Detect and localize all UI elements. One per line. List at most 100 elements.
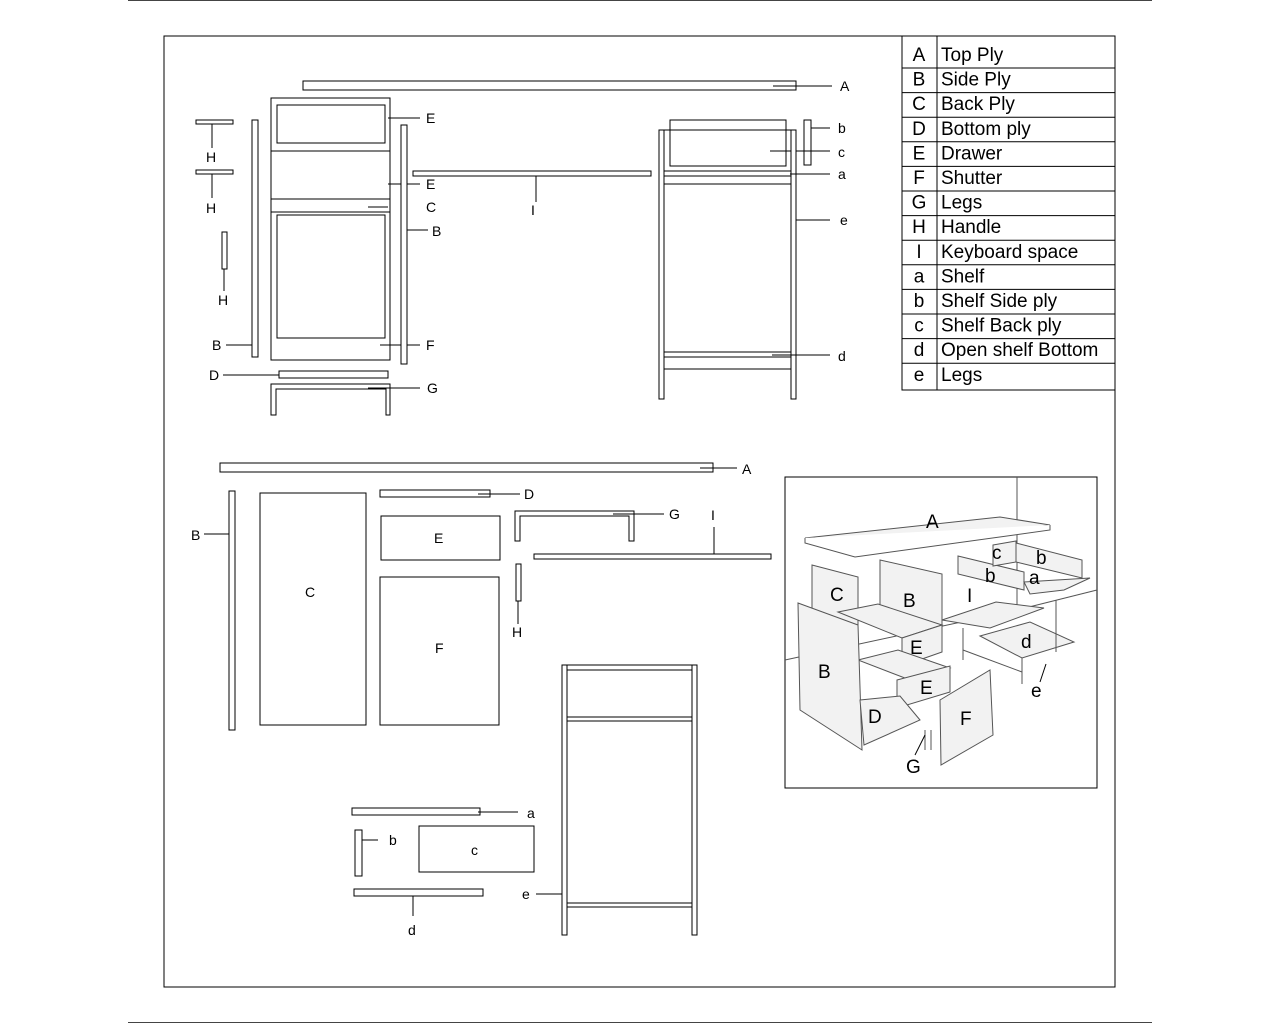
legend-description: Shelf Side ply bbox=[941, 291, 1058, 312]
back-ply-part bbox=[259, 492, 367, 726]
label-e: e bbox=[522, 886, 530, 902]
legend-description: Shelf bbox=[941, 266, 985, 287]
iso-open-shelf-bottom bbox=[978, 621, 1076, 659]
legend-key: H bbox=[912, 217, 926, 238]
frame-rail bbox=[566, 716, 693, 722]
label-d: d bbox=[838, 348, 846, 364]
shutter-part bbox=[379, 576, 500, 726]
legend-key: d bbox=[914, 340, 925, 361]
label-A: A bbox=[840, 78, 850, 94]
handle-part bbox=[221, 231, 228, 270]
iso-side-ply bbox=[797, 602, 863, 751]
top-rule bbox=[128, 0, 1152, 1]
legend-description: Back Ply bbox=[941, 94, 1015, 115]
iso-label-a: a bbox=[1029, 568, 1040, 589]
legend-key: a bbox=[914, 266, 925, 287]
label-H: H bbox=[206, 149, 216, 165]
iso-label-e: e bbox=[1031, 681, 1042, 702]
legend-description: Legs bbox=[941, 193, 982, 214]
legend-key: I bbox=[916, 242, 921, 263]
shelf-side-ply-part bbox=[803, 119, 812, 166]
isometric-view: A C B B E E D F G I c b b a d e bbox=[784, 476, 1098, 789]
bottom-ply-part bbox=[278, 370, 389, 379]
legend-description: Bottom ply bbox=[941, 119, 1031, 140]
shelf-back-ply-part bbox=[418, 825, 535, 873]
bottom-ply-part bbox=[379, 489, 491, 498]
iso-label-c: c bbox=[992, 543, 1002, 564]
shelf-back-ply-part bbox=[669, 119, 787, 167]
legend-description: Shutter bbox=[941, 168, 1003, 189]
iso-shelf bbox=[1023, 577, 1091, 595]
label-G: G bbox=[669, 506, 680, 522]
label-a: a bbox=[838, 166, 846, 182]
label-c: c bbox=[838, 144, 845, 160]
iso-label-D: D bbox=[868, 707, 882, 728]
label-D: D bbox=[209, 367, 219, 383]
iso-label-E: E bbox=[910, 638, 923, 659]
shelf-part bbox=[663, 170, 792, 177]
frame-leg-part bbox=[658, 129, 665, 400]
drawer-part bbox=[380, 515, 501, 561]
frame-leg-part bbox=[691, 664, 698, 936]
open-shelf-bottom-part bbox=[663, 351, 792, 358]
iso-label-b: b bbox=[985, 566, 996, 587]
label-D: D bbox=[524, 486, 534, 502]
keyboard-space-part bbox=[412, 170, 652, 177]
shutter-part bbox=[276, 214, 386, 339]
iso-label-I: I bbox=[967, 586, 972, 607]
label-I: I bbox=[711, 507, 715, 523]
iso-rail bbox=[962, 649, 1023, 673]
label-b: b bbox=[389, 832, 397, 848]
legend-key: b bbox=[914, 291, 925, 312]
shelf-part bbox=[351, 807, 481, 816]
legend-key: C bbox=[912, 94, 926, 115]
label-c: c bbox=[471, 842, 478, 858]
label-E: E bbox=[426, 176, 435, 192]
label-F: F bbox=[426, 337, 435, 353]
drawer-front-part bbox=[276, 104, 386, 144]
legend-key: c bbox=[914, 316, 924, 337]
label-a: a bbox=[527, 805, 535, 821]
shelf-side-ply-part bbox=[354, 829, 363, 877]
legend-key: B bbox=[913, 70, 926, 91]
iso-leader bbox=[1039, 663, 1047, 683]
label-d: d bbox=[408, 922, 416, 938]
legend-description: Top Ply bbox=[941, 45, 1004, 66]
label-H: H bbox=[206, 200, 216, 216]
top-ply-part bbox=[219, 462, 714, 473]
iso-bottom-ply bbox=[859, 695, 921, 746]
frame-leg-part bbox=[561, 664, 568, 936]
legend-key: F bbox=[913, 168, 925, 189]
label-e: e bbox=[840, 212, 848, 228]
label-b: b bbox=[838, 120, 846, 136]
legend-description: Shelf Back ply bbox=[941, 316, 1062, 337]
keyboard-space-part bbox=[533, 553, 772, 560]
legend-key: G bbox=[912, 193, 927, 214]
legend-description: Drawer bbox=[941, 143, 1003, 164]
open-shelf-bottom-part bbox=[353, 888, 484, 897]
label-E: E bbox=[426, 110, 435, 126]
frame-leg-part bbox=[790, 129, 797, 400]
legend-key: E bbox=[913, 143, 926, 164]
side-ply-part bbox=[400, 124, 408, 365]
bottom-rule bbox=[128, 1022, 1152, 1023]
handle-part bbox=[195, 119, 234, 125]
iso-label-b: b bbox=[1036, 548, 1047, 569]
iso-keyboard-space bbox=[941, 601, 1045, 629]
drawer-part bbox=[270, 150, 391, 200]
legend-description: Keyboard space bbox=[941, 242, 1078, 263]
label-I: I bbox=[531, 202, 535, 218]
iso-label-d: d bbox=[1021, 632, 1032, 653]
handle-part bbox=[195, 169, 234, 175]
iso-shelf-back bbox=[957, 555, 1025, 591]
legend-key: D bbox=[912, 119, 926, 140]
label-B: B bbox=[191, 527, 200, 543]
iso-label-E: E bbox=[920, 678, 933, 699]
label-H: H bbox=[512, 624, 522, 640]
iso-label-F: F bbox=[960, 709, 972, 730]
iso-shelf-back-ply bbox=[992, 540, 1017, 567]
iso-label-C: C bbox=[830, 585, 844, 606]
label-F: F bbox=[435, 640, 444, 656]
